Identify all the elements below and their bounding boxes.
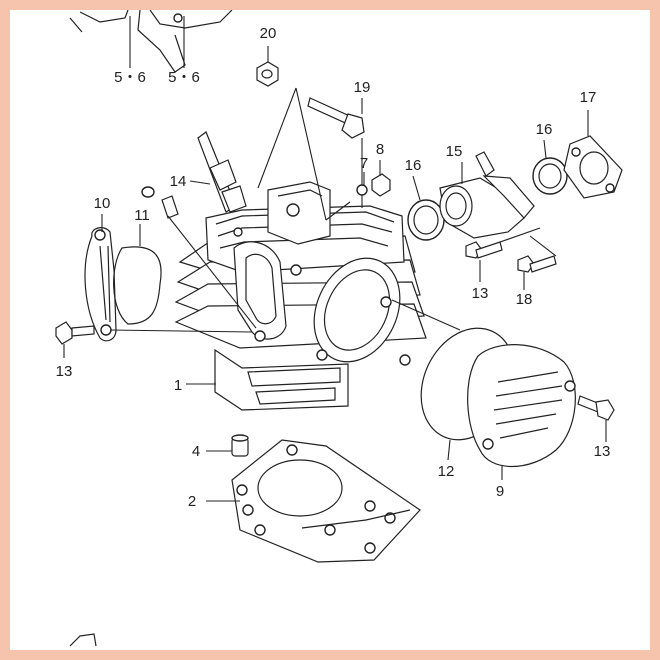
callout-16-left: 16 — [405, 157, 422, 174]
bolt — [517, 255, 557, 273]
callout-2: 2 — [188, 493, 196, 510]
cover-gasket — [113, 246, 162, 325]
washer — [141, 186, 155, 198]
callout-12: 12 — [438, 463, 455, 480]
bolt — [577, 395, 615, 421]
callout-11: 11 — [134, 207, 150, 224]
stud-bolt — [307, 97, 365, 139]
head-gasket — [231, 439, 421, 563]
callout-13-mid: 13 — [472, 285, 489, 302]
callout-16-right: 16 — [536, 121, 553, 138]
callout-13-right: 13 — [594, 443, 611, 460]
top-partial-part — [69, 10, 233, 73]
intake-o-ring — [532, 157, 568, 195]
insulator — [563, 135, 623, 199]
bolt — [465, 241, 503, 259]
callout-7: 7 — [360, 155, 368, 172]
cylinder-head — [174, 181, 427, 411]
callout-19: 19 — [354, 79, 371, 96]
screw — [371, 173, 391, 197]
callout-13-left: 13 — [56, 363, 73, 380]
callout-9: 9 — [496, 483, 504, 500]
washer — [356, 184, 368, 196]
callout-14: 14 — [170, 173, 187, 190]
diagram-frame: 5・6 5・6 20 19 8 7 14 16 15 16 17 10 11 1… — [10, 10, 650, 650]
callout-17: 17 — [580, 89, 597, 106]
callout-1: 1 — [174, 377, 182, 394]
callout-10: 10 — [94, 195, 111, 212]
dowel-pin — [231, 434, 249, 457]
callout-5-6-left: 5・6 — [114, 69, 146, 86]
bottom-partial-part — [69, 633, 97, 647]
callout-18: 18 — [516, 291, 533, 308]
dowel-pin — [161, 195, 179, 219]
cylinder-head-exploded-diagram: 5・6 5・6 20 19 8 7 14 16 15 16 17 10 11 1… — [55, 10, 623, 647]
valve-cover — [84, 227, 117, 342]
callout-20: 20 — [260, 25, 277, 42]
callout-8: 8 — [376, 141, 384, 158]
callout-15: 15 — [446, 143, 463, 160]
side-cover — [467, 344, 576, 468]
callout-5-6-right: 5・6 — [168, 69, 200, 86]
spark-plug — [197, 131, 247, 213]
bolt — [55, 321, 95, 345]
nut — [256, 61, 279, 87]
callout-4: 4 — [192, 443, 200, 460]
intake-pipe — [439, 151, 535, 239]
